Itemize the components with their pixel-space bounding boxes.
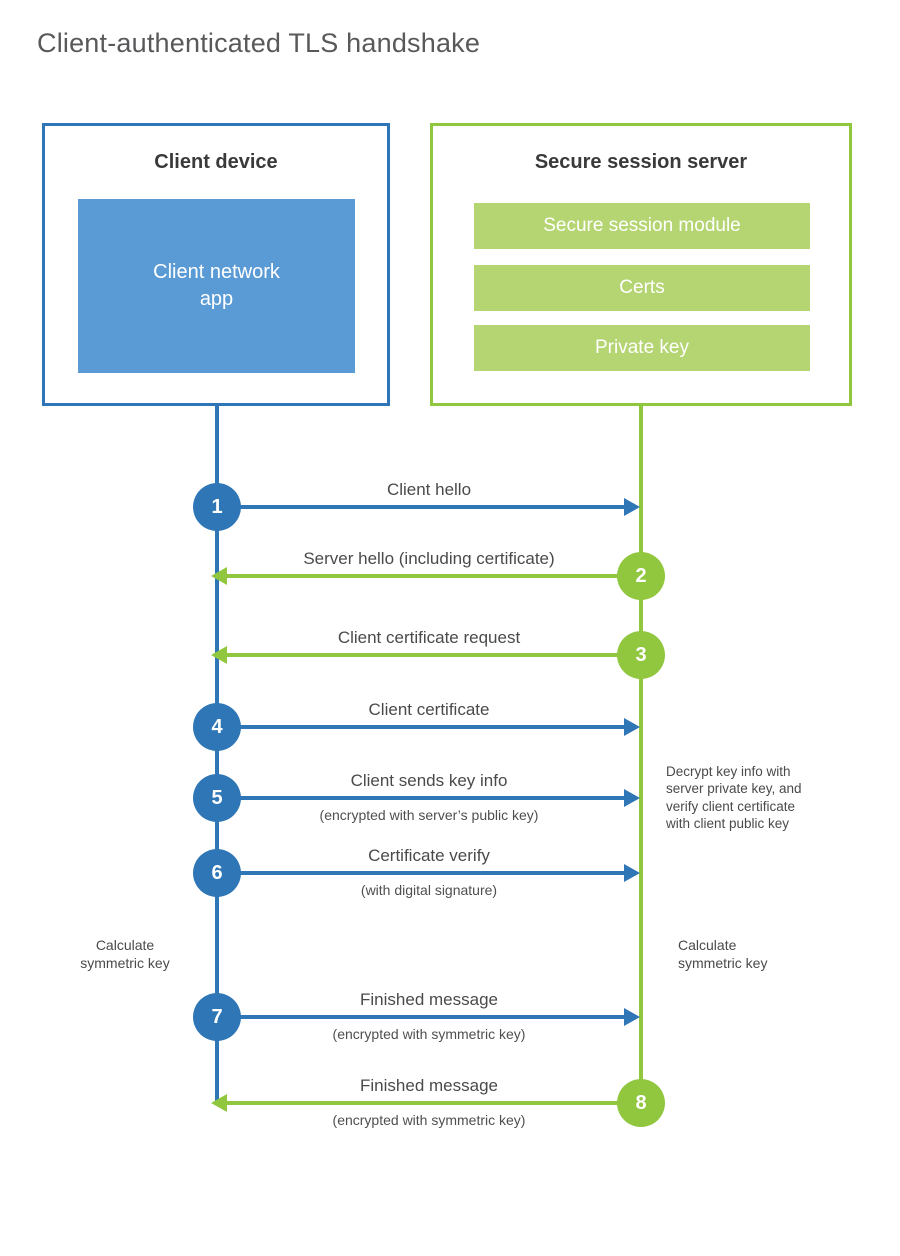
client-network-app-box: Client network app bbox=[78, 199, 355, 373]
step-label: Client certificate bbox=[368, 700, 490, 719]
step-label: Client sends key info bbox=[350, 771, 508, 790]
message-arrow-line bbox=[217, 1015, 624, 1019]
client-device-title: Client device bbox=[154, 151, 278, 173]
arrowhead-right-icon bbox=[624, 498, 640, 516]
message-arrow-line bbox=[217, 871, 624, 875]
step-label: Finished message bbox=[360, 990, 498, 1009]
arrowhead-right-icon bbox=[624, 1008, 640, 1026]
step-sublabel: (with digital signature) bbox=[360, 882, 498, 898]
calculate-symmetric-key-client-note: Calculate symmetric key bbox=[80, 937, 170, 971]
arrowhead-right-icon bbox=[624, 864, 640, 882]
secure-session-server-box: Secure session server Secure session mod… bbox=[430, 123, 852, 406]
step-number-badge: 8 bbox=[617, 1079, 665, 1127]
step-label: Certificate verify bbox=[368, 846, 490, 865]
arrowhead-left-icon bbox=[211, 567, 227, 585]
step-number-badge: 2 bbox=[617, 552, 665, 600]
decrypt-key-info-note: Decrypt key info with server private key… bbox=[666, 764, 802, 831]
message-arrow-line bbox=[217, 725, 624, 729]
step-number-badge: 6 bbox=[193, 849, 241, 897]
arrowhead-left-icon bbox=[211, 646, 227, 664]
step-label: Client hello bbox=[386, 480, 472, 499]
server-module-bar: Secure session module bbox=[474, 203, 810, 249]
step-number-badge: 4 bbox=[193, 703, 241, 751]
server-module-bar: Certs bbox=[474, 265, 810, 311]
message-arrow-line bbox=[217, 796, 624, 800]
arrowhead-left-icon bbox=[211, 1094, 227, 1112]
step-number-badge: 5 bbox=[193, 774, 241, 822]
message-arrow-line bbox=[227, 1101, 641, 1105]
step-number-badge: 7 bbox=[193, 993, 241, 1041]
arrowhead-right-icon bbox=[624, 718, 640, 736]
step-label: Client certificate request bbox=[337, 628, 521, 647]
server-module-bar: Private key bbox=[474, 325, 810, 371]
step-sublabel: (encrypted with server’s public key) bbox=[319, 807, 539, 823]
message-arrow-line bbox=[227, 574, 641, 578]
server-lifeline bbox=[639, 406, 643, 1103]
message-arrow-line bbox=[217, 505, 624, 509]
message-arrow-line bbox=[227, 653, 641, 657]
page-title: Client-authenticated TLS handshake bbox=[37, 28, 481, 58]
secure-session-server-title: Secure session server bbox=[534, 151, 748, 173]
step-label: Server hello (including certificate) bbox=[303, 549, 555, 568]
client-device-box: Client device Client network app bbox=[42, 123, 390, 406]
step-label: Finished message bbox=[360, 1076, 498, 1095]
arrowhead-right-icon bbox=[624, 789, 640, 807]
step-sublabel: (encrypted with symmetric key) bbox=[332, 1112, 526, 1128]
step-number-badge: 3 bbox=[617, 631, 665, 679]
client-lifeline bbox=[215, 406, 219, 1105]
step-sublabel: (encrypted with symmetric key) bbox=[332, 1026, 526, 1042]
calculate-symmetric-key-server-note: Calculate symmetric key bbox=[678, 937, 768, 971]
step-number-badge: 1 bbox=[193, 483, 241, 531]
